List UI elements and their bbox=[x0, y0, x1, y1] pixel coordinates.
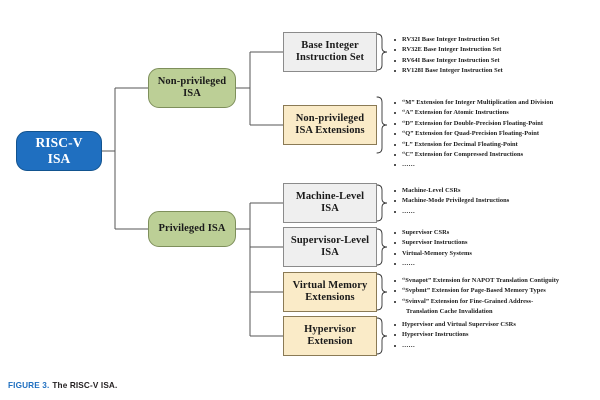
list-item: Hypervisor and Virtual Supervisor CSRs bbox=[393, 320, 516, 330]
list-item: Hypervisor Instructions bbox=[393, 330, 516, 340]
list-virtual-memory-extensions: “Svnapot” Extension for NAPOT Translatio… bbox=[393, 276, 559, 318]
node-supervisor-level-isa[interactable]: Supervisor-Level ISA bbox=[283, 227, 377, 267]
node-non-privileged-isa-line1: Non-privileged bbox=[157, 75, 227, 87]
list-item: RV32I Base Integer Instruction Set bbox=[393, 35, 503, 45]
brace-base-integer bbox=[376, 33, 388, 71]
node-virtual-memory-extensions[interactable]: Virtual Memory Extensions bbox=[283, 272, 377, 312]
list-item: “Q” Extension for Quad-Precision Floatin… bbox=[393, 129, 553, 139]
list-item-ellipsis: …… bbox=[393, 207, 509, 217]
list-item-ellipsis: …… bbox=[393, 160, 553, 170]
list-item: “A” Extension for Atomic Instructions bbox=[393, 108, 553, 118]
list-item: “Svinval” Extension for Fine-Grained Add… bbox=[393, 297, 559, 307]
list-item-ellipsis: …… bbox=[393, 259, 472, 269]
figure-caption-text: The RISC-V ISA. bbox=[52, 381, 118, 390]
list-item: “M” Extension for Integer Multiplication… bbox=[393, 98, 553, 108]
node-machine-level-line1: Machine-Level bbox=[295, 190, 365, 202]
node-hypervisor-ext-line2: Extension bbox=[307, 336, 353, 347]
list-item-ellipsis: …… bbox=[393, 341, 516, 351]
node-vmem-ext-line2: Extensions bbox=[305, 292, 355, 303]
list-item: Machine-Level CSRs bbox=[393, 186, 509, 196]
list-item: RV32E Base Integer Instruction Set bbox=[393, 45, 503, 55]
list-item: “C” Extension for Compressed Instruction… bbox=[393, 150, 553, 160]
brace-machine bbox=[376, 184, 388, 222]
list-item: Machine-Mode Privileged Instructions bbox=[393, 196, 509, 206]
node-machine-level-isa[interactable]: Machine-Level ISA bbox=[283, 183, 377, 223]
list-base-integer-instruction-set: RV32I Base Integer Instruction Set RV32E… bbox=[393, 35, 503, 77]
list-machine-level-isa: Machine-Level CSRs Machine-Mode Privileg… bbox=[393, 186, 509, 217]
list-item: RV128I Base Integer Instruction Set bbox=[393, 66, 503, 76]
node-risc-v-isa[interactable]: RISC-V ISA bbox=[16, 131, 102, 171]
node-privileged-isa[interactable]: Privileged ISA bbox=[148, 211, 236, 247]
node-base-integer-line2: Instruction Set bbox=[295, 52, 365, 63]
list-item-continuation: Translation Cache Invalidation bbox=[406, 308, 493, 316]
list-item: Virtual-Memory Systems bbox=[393, 249, 472, 259]
list-item: “Svnapot” Extension for NAPOT Translatio… bbox=[393, 276, 559, 286]
brace-vmem bbox=[376, 273, 388, 311]
node-vmem-ext-line1: Virtual Memory bbox=[292, 279, 368, 291]
node-nonpriv-ext-line2: ISA Extensions bbox=[295, 125, 365, 136]
list-item: RV64I Base Integer Instruction Set bbox=[393, 56, 503, 66]
list-item: Supervisor CSRs bbox=[393, 228, 472, 238]
node-risc-v-isa-line1: RISC-V bbox=[35, 135, 83, 151]
node-nonpriv-ext-line1: Non-privileged bbox=[295, 112, 365, 124]
brace-supervisor bbox=[376, 228, 388, 266]
list-item: Supervisor Instructions bbox=[393, 238, 472, 248]
node-machine-level-line2: ISA bbox=[321, 203, 339, 214]
brace-nonpriv-ext bbox=[376, 96, 388, 154]
list-supervisor-level-isa: Supervisor CSRs Supervisor Instructions … bbox=[393, 228, 472, 270]
list-item: “Svpbmt” Extension for Page-Based Memory… bbox=[393, 286, 559, 296]
node-non-privileged-isa-extensions[interactable]: Non-privileged ISA Extensions bbox=[283, 105, 377, 145]
node-hypervisor-ext-line1: Hypervisor bbox=[304, 323, 356, 335]
node-base-integer-instruction-set[interactable]: Base Integer Instruction Set bbox=[283, 32, 377, 72]
figure-caption: FIGURE 3.The RISC-V ISA. bbox=[8, 381, 117, 390]
node-hypervisor-extension[interactable]: Hypervisor Extension bbox=[283, 316, 377, 356]
figure-number: FIGURE 3. bbox=[8, 381, 50, 390]
node-privileged-isa-line1: Privileged ISA bbox=[158, 222, 226, 234]
node-non-privileged-isa[interactable]: Non-privileged ISA bbox=[148, 68, 236, 108]
list-hypervisor-extension: Hypervisor and Virtual Supervisor CSRs H… bbox=[393, 320, 516, 351]
node-supervisor-level-line2: ISA bbox=[321, 247, 339, 258]
list-item: “L” Extension for Decimal Floating-Point bbox=[393, 140, 553, 150]
list-item: “D” Extension for Double-Precision Float… bbox=[393, 119, 553, 129]
list-non-privileged-isa-extensions: “M” Extension for Integer Multiplication… bbox=[393, 98, 553, 171]
node-risc-v-isa-line2: ISA bbox=[47, 151, 71, 166]
node-base-integer-line1: Base Integer bbox=[301, 39, 359, 51]
node-supervisor-level-line1: Supervisor-Level bbox=[290, 234, 370, 246]
brace-hypervisor bbox=[376, 317, 388, 355]
node-non-privileged-isa-line2: ISA bbox=[183, 88, 201, 99]
